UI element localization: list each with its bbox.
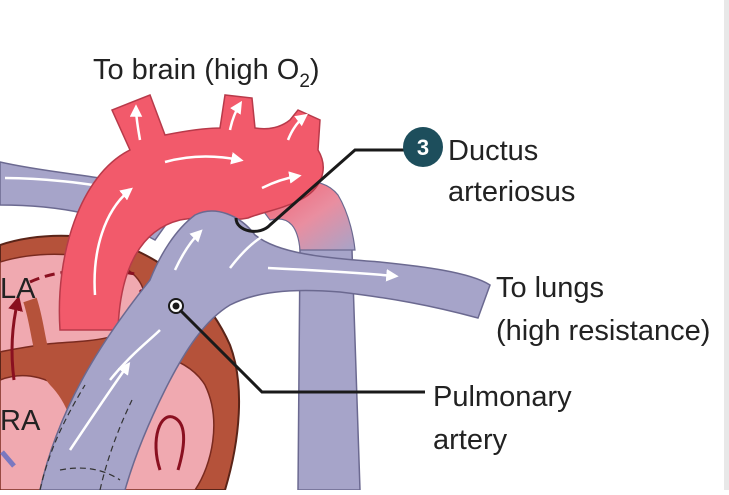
blood-flow-arrow: [228, 100, 242, 131]
pulmonary-valve-dashed: [99, 399, 133, 491]
blood-flow-arrow: [68, 361, 131, 451]
to-brain-label: To brain (high O2): [93, 54, 320, 92]
panel-edge: [724, 0, 729, 490]
blood-flow-arrow: [109, 329, 161, 381]
blood-flow-arrow: [261, 171, 302, 190]
right-atrium-label: RA: [0, 405, 41, 437]
ductus-label-line2: arteriosus: [448, 176, 575, 208]
to-brain-close: ): [310, 54, 320, 86]
blood-flow-arrow: [267, 266, 399, 282]
to-brain-subscript: 2: [299, 71, 310, 92]
blood-flow-arrow: [93, 187, 133, 296]
ductus-leader-line: [234, 148, 408, 233]
blood-flow-arrow: [173, 229, 203, 271]
pulmonary-valve-dashed: [59, 467, 121, 481]
left-atrium-label: LA: [0, 273, 36, 305]
pulmonary-artery-label-line1: Pulmonary: [433, 381, 572, 413]
red-flow-arrow: [154, 415, 186, 471]
ductus-label-line1: Ductus: [448, 135, 538, 167]
pulmonary-trunk: [39, 210, 491, 491]
blood-flow-arrow: [129, 104, 143, 141]
aortic-arch: [58, 94, 324, 331]
to-lungs-label-line1: To lungs: [496, 272, 604, 304]
venous-flow-arrow: [0, 450, 16, 468]
red-flow-arrow: [8, 295, 23, 381]
blood-flow-arrow: [286, 113, 308, 141]
pulmonary-leader-line: [178, 308, 425, 394]
pulmonary-valve-dashed: [39, 384, 86, 491]
blood-flow-arrow: [229, 233, 266, 269]
blood-flow-arrow: [164, 152, 244, 165]
step-number-badge: 3: [403, 127, 443, 167]
pulmonary-artery-marker-center: [172, 302, 180, 310]
to-brain-text: To brain (high O: [93, 54, 299, 86]
pulmonary-artery-label-line2: artery: [433, 424, 508, 456]
badge-number: 3: [417, 135, 429, 160]
to-lungs-label-line2: (high resistance): [496, 315, 710, 347]
